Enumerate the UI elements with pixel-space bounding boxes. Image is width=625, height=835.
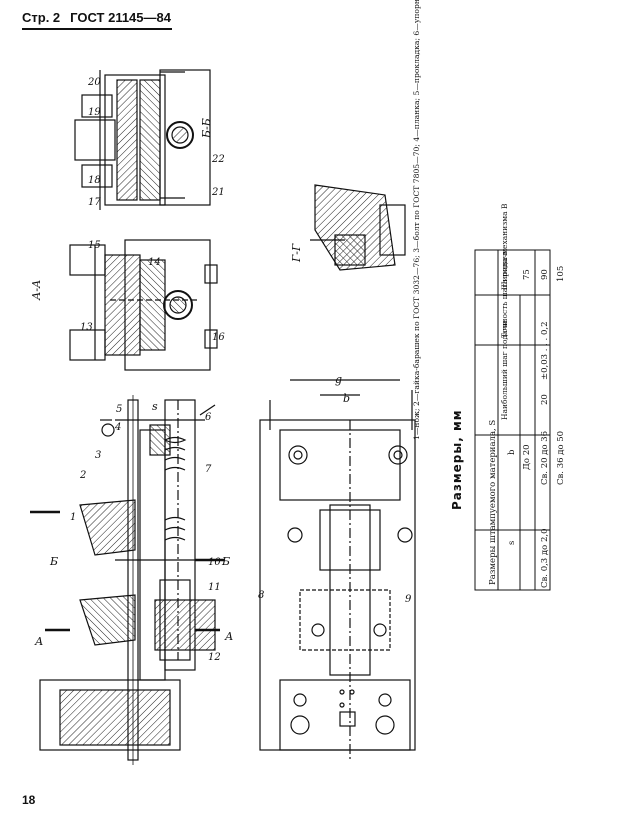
table-row-1-b: До 20	[522, 444, 532, 470]
page-header: Стр. 2 ГОСТ 21145—84	[22, 6, 252, 28]
sizes-title: Размеры, мм	[450, 409, 464, 510]
callout-labels: 20 19 18 17 22 21 15 14 13 16 5 4 3 2 1 …	[70, 77, 412, 663]
table-header-width: Ширина механизма B	[500, 203, 509, 290]
header-rule	[22, 28, 172, 30]
page-label: Стр. 2	[22, 9, 61, 25]
label-cut-a-2: А	[224, 630, 233, 643]
section-a-a-view	[69, 239, 218, 371]
callout-4: 4	[114, 422, 121, 433]
callout-5: 5	[116, 404, 122, 415]
table-row-2-b: Св. 20 до 36	[540, 430, 550, 485]
table-row-3-width: 105	[556, 265, 566, 282]
section-g-g-view	[310, 184, 406, 271]
callout-19: 19	[88, 107, 101, 118]
label-cut-b-2: Б	[221, 555, 230, 568]
label-cut-b-1: Б	[49, 555, 58, 568]
standard-number: ГОСТ 21145—84	[70, 9, 171, 25]
table-header-material: Размеры штампуемого материала, Ѕ	[488, 419, 498, 585]
table-row-3-b: Св. 36 до 50	[556, 430, 566, 485]
section-b-b-view	[74, 69, 211, 210]
callout-17: 17	[88, 197, 101, 208]
callout-15: 15	[88, 240, 101, 251]
callout-3: 3	[95, 450, 101, 461]
table-material-range: Св. 0,3 до 2,0	[540, 528, 550, 588]
callout-7: 7	[205, 464, 212, 475]
callout-16: 16	[212, 332, 225, 343]
callout-22: 22	[211, 154, 225, 165]
callout-9: 9	[405, 594, 412, 605]
table-header-b: b	[507, 449, 517, 455]
table-header-accuracy: Точность шага подачи	[500, 248, 509, 338]
table-header-s: s	[507, 540, 517, 545]
page-number: 18	[22, 793, 36, 807]
dim-b: b	[343, 392, 350, 405]
plan-view	[259, 379, 416, 760]
table-accuracy: ±0,03 . . . 0,2	[540, 321, 550, 380]
table-header-step: Наибольший шаг подачи	[500, 320, 509, 420]
label-a-a: А-А	[30, 280, 43, 301]
dim-s: s	[152, 400, 158, 413]
callout-2: 2	[79, 470, 86, 481]
parts-caption: 1—нож; 2—гайка-барашек по ГОСТ 3032—76; …	[412, 0, 423, 440]
callout-6: 6	[205, 412, 212, 423]
callout-10: 10	[208, 557, 221, 568]
callout-14: 14	[148, 257, 161, 268]
label-b-b: Б-Б	[200, 118, 213, 139]
callout-11: 11	[208, 582, 221, 593]
callout-13: 13	[80, 322, 93, 333]
callout-18: 18	[88, 175, 101, 186]
cut-markers	[30, 510, 225, 632]
label-cut-a-1: А	[34, 635, 43, 648]
table-row-2-width: 90	[540, 269, 550, 280]
section-labels: Б-Б А-А Г-Г Б Б А А s b g	[30, 118, 350, 648]
callout-1: 1	[70, 512, 76, 523]
table-row-1-width: 75	[522, 269, 532, 280]
table-step: 20	[540, 394, 550, 405]
callout-12: 12	[208, 652, 221, 663]
callout-20: 20	[87, 77, 101, 88]
callout-8: 8	[258, 590, 264, 601]
label-g-g: Г-Г	[290, 243, 303, 263]
main-assembly-view	[39, 395, 216, 765]
callout-21: 21	[211, 187, 225, 198]
dim-g: g	[335, 373, 342, 386]
size-table	[474, 249, 551, 591]
